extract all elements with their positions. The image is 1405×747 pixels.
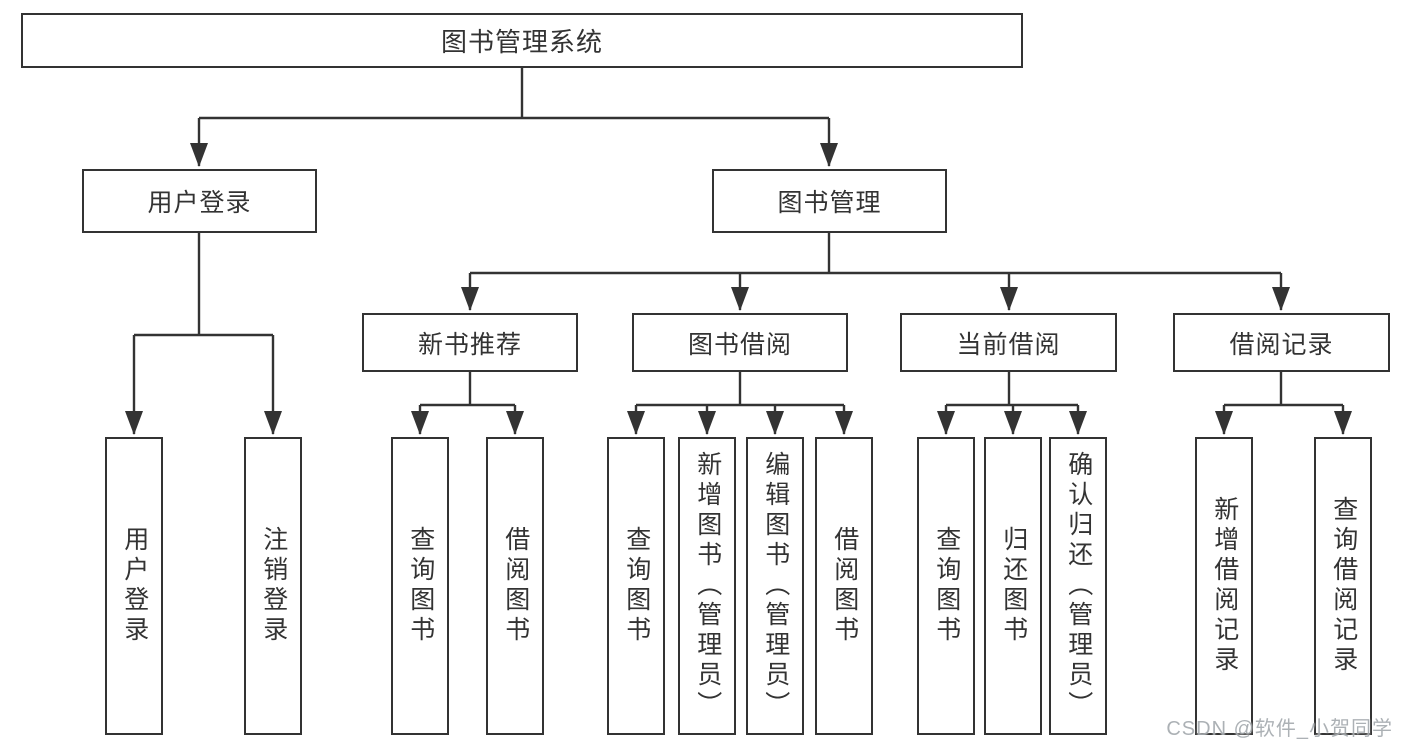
node-query-books-1-label: 查询图书 bbox=[406, 526, 435, 646]
node-borrowing-records: 借阅记录 bbox=[1173, 313, 1390, 372]
node-edit-books-admin-label: 编辑图书（管理员） bbox=[761, 451, 790, 721]
node-query-books-3: 查询图书 bbox=[917, 437, 975, 735]
node-return-books: 归还图书 bbox=[984, 437, 1042, 735]
node-current-borrowing-label: 当前借阅 bbox=[956, 330, 1061, 359]
node-confirm-return-admin-label: 确认归还（管理员） bbox=[1064, 451, 1093, 721]
csdn-watermark: CSDN @软件_小贺同学 bbox=[1166, 718, 1393, 740]
node-add-borrow-record-label: 新增借阅记录 bbox=[1210, 496, 1239, 676]
node-user-login-leaf-label: 用户登录 bbox=[120, 526, 149, 646]
node-query-books-3-label: 查询图书 bbox=[932, 526, 961, 646]
node-book-borrowing-label: 图书借阅 bbox=[687, 330, 792, 359]
node-borrow-books-2-label: 借阅图书 bbox=[830, 526, 859, 646]
node-return-books-label: 归还图书 bbox=[999, 526, 1028, 646]
node-user-login: 用户登录 bbox=[82, 169, 317, 233]
node-new-book-recommendation-label: 新书推荐 bbox=[417, 330, 522, 359]
node-current-borrowing: 当前借阅 bbox=[900, 313, 1117, 372]
node-logout-label: 注销登录 bbox=[259, 526, 288, 646]
node-borrowing-records-label: 借阅记录 bbox=[1229, 330, 1334, 359]
node-book-borrowing: 图书借阅 bbox=[632, 313, 848, 372]
node-query-borrow-record: 查询借阅记录 bbox=[1314, 437, 1372, 735]
node-borrow-books-1-label: 借阅图书 bbox=[501, 526, 530, 646]
node-borrow-books-2: 借阅图书 bbox=[815, 437, 873, 735]
node-query-borrow-record-label: 查询借阅记录 bbox=[1329, 496, 1358, 676]
node-root: 图书管理系统 bbox=[21, 13, 1023, 68]
node-query-books-2-label: 查询图书 bbox=[622, 526, 651, 646]
node-user-login-label: 用户登录 bbox=[147, 189, 252, 217]
node-new-book-recommendation: 新书推荐 bbox=[362, 313, 578, 372]
node-add-books-admin-label: 新增图书（管理员） bbox=[693, 451, 722, 721]
node-edit-books-admin: 编辑图书（管理员） bbox=[746, 437, 804, 735]
node-confirm-return-admin: 确认归还（管理员） bbox=[1049, 437, 1107, 735]
node-logout: 注销登录 bbox=[244, 437, 302, 735]
node-book-management: 图书管理 bbox=[712, 169, 947, 233]
node-query-books-2: 查询图书 bbox=[607, 437, 665, 735]
connector-arrows bbox=[125, 118, 1352, 435]
node-book-management-label: 图书管理 bbox=[777, 189, 882, 217]
node-user-login-leaf: 用户登录 bbox=[105, 437, 163, 735]
node-add-borrow-record: 新增借阅记录 bbox=[1195, 437, 1253, 735]
node-add-books-admin: 新增图书（管理员） bbox=[678, 437, 736, 735]
node-query-books-1: 查询图书 bbox=[391, 437, 449, 735]
node-root-label: 图书管理系统 bbox=[440, 27, 603, 57]
node-borrow-books-1: 借阅图书 bbox=[486, 437, 544, 735]
